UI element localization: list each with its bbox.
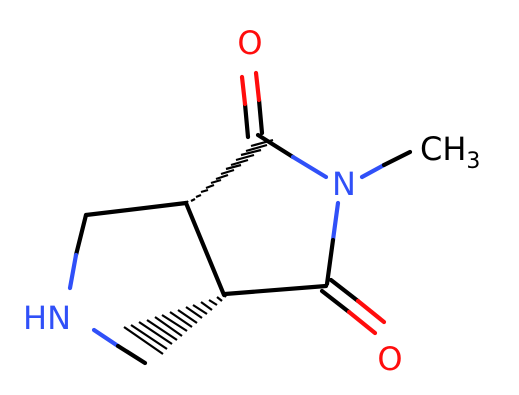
bond-carbonyl-top bbox=[239, 70, 265, 140]
methyl-label: CH3 bbox=[420, 130, 480, 174]
bond-n-c9 bbox=[324, 200, 341, 287]
oxygen-bottom-label: O bbox=[377, 340, 402, 378]
bond-n-methyl bbox=[359, 149, 413, 180]
amine-label: HN bbox=[23, 299, 71, 337]
bond-c1-c6 bbox=[183, 200, 227, 298]
nitrogen-imide-label: N bbox=[332, 165, 356, 203]
bond-carbonyl-bottom bbox=[319, 277, 387, 336]
oxygen-top-label: O bbox=[237, 24, 262, 62]
bond-c7-n bbox=[255, 132, 329, 180]
bond-c9-c1 bbox=[222, 283, 329, 297]
bond-nh-c3 bbox=[91, 327, 148, 366]
bond-c6-c5 bbox=[83, 200, 189, 218]
bond-c5-nh bbox=[67, 212, 89, 291]
bond-c6-c7-hashed-wedge bbox=[185, 138, 274, 204]
bond-c1-c2-hashed-wedge bbox=[123, 294, 227, 355]
